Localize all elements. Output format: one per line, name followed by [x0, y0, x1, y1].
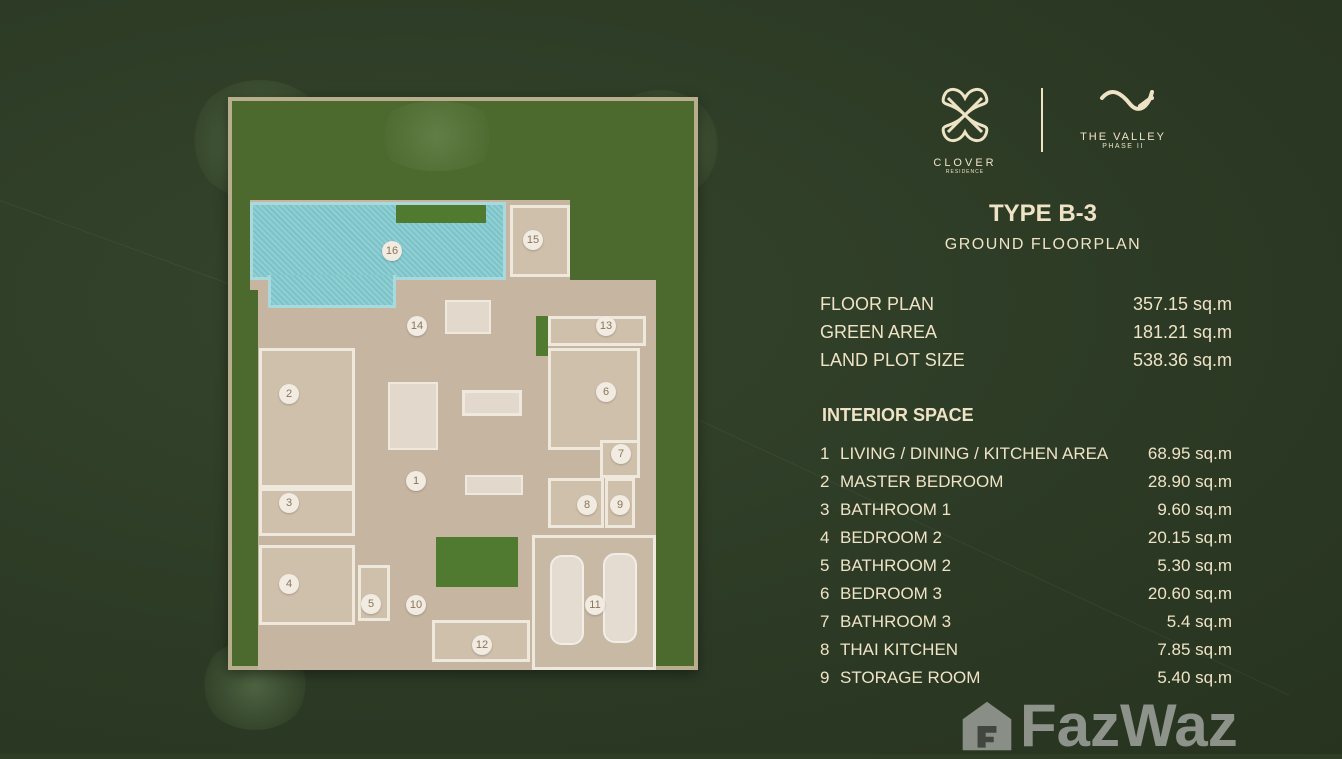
valley-wave-icon	[1100, 90, 1154, 111]
room-number: 5	[820, 556, 830, 575]
marker-5: 5	[361, 594, 381, 614]
room-list: 1 LIVING / DINING / KITCHEN AREA 68.95 sq.…	[820, 440, 1232, 692]
summary-value: 357.15 sq.m	[1132, 294, 1232, 314]
room-area: 5.30 sq.m	[1157, 556, 1232, 575]
bedroom-2	[259, 545, 355, 625]
room-row: 6 BEDROOM 3 20.60 sq.m	[820, 580, 1232, 608]
room-area: 5.4 sq.m	[1166, 612, 1232, 631]
logo-divider	[1041, 88, 1043, 152]
clover-sub: RESIDENCE	[945, 169, 985, 175]
room-number: 2	[820, 472, 830, 491]
room-number: 4	[820, 528, 830, 547]
room-area: 68.95 sq.m	[1147, 444, 1232, 463]
summary-label: LAND PLOT SIZE	[820, 350, 965, 370]
marker-6: 6	[596, 382, 616, 402]
room-number: 1	[820, 444, 830, 463]
clover-icon	[941, 88, 989, 142]
plan-type-title: TYPE B-3	[988, 200, 1098, 227]
summary-value: 181.21 sq.m	[1132, 322, 1232, 342]
summary-label: GREEN AREA	[820, 322, 938, 342]
room-label: BATHROOM 3	[840, 612, 952, 631]
marker-15: 15	[523, 230, 543, 250]
plan-subtitle: GROUND FLOORPLAN	[944, 236, 1142, 253]
tree	[372, 101, 502, 171]
summary-row: FLOOR PLAN 357.15 sq.m	[820, 290, 1232, 318]
marker-3: 3	[279, 493, 299, 513]
summary-row: LAND PLOT SIZE 538.36 sq.m	[820, 346, 1232, 374]
valley-name: THE VALLEY	[1080, 131, 1166, 143]
room-row: 9 STORAGE ROOM 5.40 sq.m	[820, 664, 1232, 692]
summary-table: FLOOR PLAN 357.15 sq.m GREEN AREA 181.21 s…	[820, 290, 1232, 374]
fazwaz-logo-icon	[962, 701, 1012, 751]
marker-13: 13	[596, 316, 616, 336]
dining-table	[462, 390, 522, 416]
room-row: 5 BATHROOM 2 5.30 sq.m	[820, 552, 1232, 580]
kitchen-island	[465, 475, 523, 495]
room-row: 8 THAI KITCHEN 7.85 sq.m	[820, 636, 1232, 664]
valley-sub: PHASE II	[1102, 143, 1144, 150]
room-number: 6	[820, 584, 830, 603]
room-label: STORAGE ROOM	[840, 668, 981, 687]
room-row: 1 LIVING / DINING / KITCHEN AREA 68.95 sq.…	[820, 440, 1232, 468]
room-number: 3	[820, 500, 830, 519]
sofa	[388, 382, 438, 450]
planter	[536, 316, 548, 356]
marker-16: 16	[382, 241, 402, 261]
fazwaz-text: FazWaz	[1020, 692, 1238, 759]
marker-2: 2	[279, 384, 299, 404]
fazwaz-watermark: FazWaz	[960, 692, 1238, 759]
summary-label: FLOOR PLAN	[820, 294, 935, 314]
car-icon	[550, 555, 584, 645]
room-label: BATHROOM 1	[840, 500, 952, 519]
room-area: 20.60 sq.m	[1147, 584, 1232, 603]
valley-logo: THE VALLEY PHASE II	[1068, 84, 1178, 150]
marker-10: 10	[406, 595, 426, 615]
marker-14: 14	[407, 316, 427, 336]
car-icon	[603, 553, 637, 643]
marker-4: 4	[279, 574, 299, 594]
room-label: BEDROOM 2	[840, 528, 943, 547]
marker-11: 11	[585, 595, 605, 615]
room-row: 3 BATHROOM 1 9.60 sq.m	[820, 496, 1232, 524]
room-label: THAI KITCHEN	[840, 640, 959, 659]
room-row: 2 MASTER BEDROOM 28.90 sq.m	[820, 468, 1232, 496]
marker-9: 9	[610, 495, 630, 515]
summary-row: GREEN AREA 181.21 sq.m	[820, 318, 1232, 346]
planter	[396, 205, 486, 223]
room-row: 7 BATHROOM 3 5.4 sq.m	[820, 608, 1232, 636]
room-area: 28.90 sq.m	[1147, 472, 1232, 491]
pool-steps	[268, 275, 396, 308]
room-label: BEDROOM 3	[840, 584, 943, 603]
room-number: 7	[820, 612, 830, 631]
room-area: 5.40 sq.m	[1157, 668, 1232, 687]
bathroom-1	[259, 488, 355, 536]
summary-value: 538.36 sq.m	[1132, 350, 1232, 370]
clover-logo: CLOVER RESIDENCE	[920, 80, 1010, 175]
courtyard-garden	[436, 537, 518, 587]
outdoor-dining-table	[445, 300, 491, 334]
marker-7: 7	[611, 444, 631, 464]
room-number: 9	[820, 668, 830, 687]
room-label: LIVING / DINING / KITCHEN AREA	[840, 444, 1109, 463]
room-area: 7.85 sq.m	[1157, 640, 1232, 659]
room-area: 9.60 sq.m	[1157, 500, 1232, 519]
clover-name: CLOVER	[933, 157, 997, 169]
room-label: MASTER BEDROOM	[840, 472, 1004, 491]
marker-1: 1	[406, 471, 426, 491]
bedroom-3	[548, 348, 640, 450]
interior-heading: INTERIOR SPACE	[822, 405, 974, 425]
marker-12: 12	[472, 635, 492, 655]
room-row: 4 BEDROOM 2 20.15 sq.m	[820, 524, 1232, 552]
room-number: 8	[820, 640, 830, 659]
master-bedroom	[259, 348, 355, 488]
room-label: BATHROOM 2	[840, 556, 952, 575]
marker-8: 8	[577, 495, 597, 515]
room-area: 20.15 sq.m	[1147, 528, 1232, 547]
